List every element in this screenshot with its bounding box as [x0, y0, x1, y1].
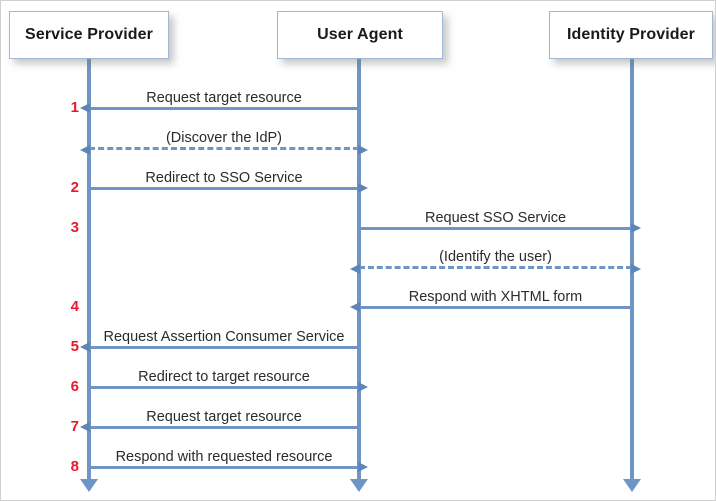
message-label: (Identify the user)	[439, 249, 552, 265]
message-arrow-8: Respond with requested resource	[89, 449, 368, 472]
actor-box-idp[interactable]: Identity Provider	[549, 11, 713, 59]
arrowhead-right-icon	[358, 382, 368, 392]
arrowhead-left-icon	[350, 263, 360, 274]
message-label: Redirect to SSO Service	[145, 170, 303, 186]
arrowhead-left-icon	[350, 302, 360, 312]
step-number-8: 8	[70, 458, 79, 475]
message-label: Respond with XHTML form	[408, 289, 583, 305]
actor-label-idp: Identity Provider	[567, 26, 695, 43]
step-number-2: 2	[70, 179, 79, 196]
actor-box-ua[interactable]: User Agent	[277, 11, 443, 59]
arrowhead-right-icon	[358, 183, 368, 193]
message-label: Request target resource	[146, 90, 302, 106]
arrowhead-left-icon	[80, 342, 90, 352]
arrowhead-right-icon	[631, 263, 641, 274]
message-label: Redirect to target resource	[138, 369, 310, 385]
step-number-5: 5	[70, 338, 79, 355]
arrowhead-left-icon	[80, 103, 90, 113]
step-number-4: 4	[70, 298, 79, 315]
step-number-3: 3	[70, 219, 79, 236]
message-arrow-6: Redirect to target resource	[89, 369, 368, 392]
actor-label-ua: User Agent	[317, 26, 403, 43]
message-arrow-2: Redirect to SSO Service	[89, 170, 368, 193]
message-arrow-note-4: (Identify the user)	[350, 249, 641, 274]
message-arrow-note-1: (Discover the IdP)	[80, 130, 368, 155]
message-label: Request SSO Service	[424, 210, 567, 226]
actor-box-sp[interactable]: Service Provider	[9, 11, 169, 59]
lifeline-end-arrow-sp	[80, 479, 98, 492]
step-number-7: 7	[70, 418, 79, 435]
message-label: (Discover the IdP)	[165, 130, 283, 146]
lifeline-sp	[87, 59, 91, 479]
arrowhead-right-icon	[358, 462, 368, 472]
message-arrow-1: Request target resource	[80, 90, 359, 113]
message-label: Request Assertion Consumer Service	[103, 329, 345, 345]
arrowhead-right-icon	[358, 144, 368, 155]
lifeline-end-arrow-ua	[350, 479, 368, 492]
arrowhead-right-icon	[631, 223, 641, 233]
arrowhead-left-icon	[80, 144, 90, 155]
message-label: Respond with requested resource	[115, 449, 333, 465]
arrowhead-left-icon	[80, 422, 90, 432]
lifeline-end-arrow-idp	[623, 479, 641, 492]
step-number-6: 6	[70, 378, 79, 395]
step-number-1: 1	[70, 99, 79, 116]
message-label: Request target resource	[146, 409, 302, 425]
message-arrow-7: Request target resource	[80, 409, 359, 432]
actor-label-sp: Service Provider	[25, 26, 153, 43]
message-arrow-3: Request SSO Service	[359, 210, 641, 233]
message-arrow-5: Request Assertion Consumer Service	[80, 329, 359, 352]
message-arrow-4: Respond with XHTML form	[350, 289, 632, 312]
